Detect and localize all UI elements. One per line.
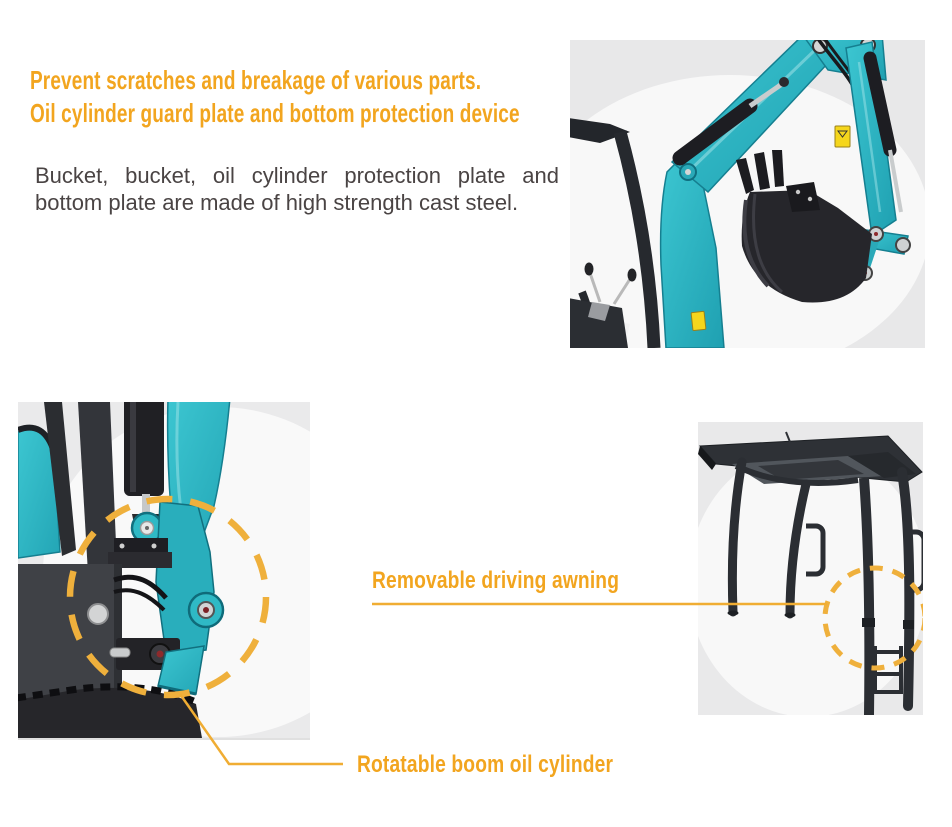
bracket-bolt-1 — [119, 543, 125, 549]
intro-paragraph-line-1: Bucket, bucket, oil cylinder protection … — [35, 163, 559, 188]
warning-sticker-boom — [690, 310, 707, 331]
boom-elbow-pin-center — [685, 169, 691, 175]
bracket-bolt-2 — [151, 543, 157, 549]
leg-foot-mid — [784, 612, 796, 618]
page-title: Prevent scratches and breakage of variou… — [30, 64, 520, 130]
leg-collar-1 — [862, 618, 875, 627]
lower-pin-dot — [156, 650, 164, 658]
joystick-console — [570, 298, 628, 348]
warning-sticker-glyph — [837, 130, 848, 138]
cylinder-pin-dot — [145, 526, 149, 530]
highlight-circle-boom-cylinder — [66, 495, 270, 699]
bucket-rib-1 — [742, 199, 770, 288]
roof-frame-arch — [734, 463, 859, 486]
boom-cylinder-mount — [779, 77, 789, 87]
bucket-mount-bracket — [786, 182, 820, 212]
awning-callout-label: Removable driving awning — [372, 567, 620, 594]
leg-foot-left — [727, 610, 739, 616]
awning-leg-left — [727, 457, 747, 617]
boom-cylinder — [672, 98, 758, 166]
canopy-pillar — [613, 130, 661, 348]
awning-leg-mid-left — [785, 479, 811, 619]
joystick-bellows — [588, 302, 610, 321]
hose-2 — [113, 588, 166, 612]
bracket-foot-edge — [157, 684, 197, 696]
bucket-bolt-1 — [795, 189, 801, 195]
stick-highlight — [857, 61, 882, 213]
joystick-knob-right — [627, 268, 637, 282]
link-pin-1-dot — [874, 232, 878, 236]
joystick-knob-left — [584, 262, 594, 276]
oil-cylinder-rod — [142, 494, 150, 522]
highlight-circle-awning — [822, 565, 923, 671]
driving-awning-photo — [698, 422, 923, 715]
bracket-pin-dot — [203, 607, 209, 613]
track-undercarriage — [18, 687, 202, 738]
awning-roof-underside-dark — [758, 460, 864, 480]
bucket-bolt-2 — [807, 196, 813, 202]
excavator-boom-bucket-photo — [570, 40, 925, 348]
awning-leg-right — [897, 467, 915, 711]
boom-callout-label: Rotatable boom oil cylinder — [357, 751, 614, 778]
joystick-lever-right — [612, 278, 632, 305]
body-plug — [87, 603, 109, 625]
canopy-pillar-tilted — [44, 402, 76, 556]
mount-bracket-upper — [114, 538, 168, 556]
excavator-boom-bucket-illustration — [570, 40, 925, 348]
boom-cylinder-illustration — [18, 402, 310, 738]
awning-roof-front-edge — [698, 446, 716, 470]
hose-1 — [113, 574, 168, 600]
mount-bracket-lower — [108, 552, 172, 568]
roof-notch — [785, 431, 791, 443]
leg-collar-2 — [903, 620, 914, 629]
bucket-tooth-3 — [772, 150, 784, 187]
bucket-tooth-2 — [754, 152, 770, 190]
grab-handle-left — [806, 523, 826, 577]
driving-awning-illustration — [698, 422, 923, 715]
headline-line-1: Prevent scratches and breakage of variou… — [30, 65, 482, 95]
bucket-rib-2 — [752, 193, 783, 294]
joystick-lever-left — [588, 272, 602, 303]
intro-paragraph: Bucket, bucket, oil cylinder protection … — [35, 163, 559, 216]
lower-silver-pin — [109, 647, 131, 658]
stick-cylinder-rod — [888, 149, 903, 213]
link-pin-3 — [895, 237, 911, 253]
oil-cylinder-highlight — [130, 402, 136, 492]
head-pin-left — [812, 40, 828, 54]
bucket-tooth-1 — [736, 158, 754, 194]
awning-leg-mid-right — [859, 477, 875, 715]
headline-line-2: Oil cylinder guard plate and bottom prot… — [30, 98, 520, 128]
stick-cylinder — [863, 51, 897, 157]
bucket-shell — [741, 190, 872, 303]
intro-paragraph-line-2: bottom plate are made of high strength c… — [35, 189, 519, 215]
boom-cylinder-closeup-photo — [18, 402, 310, 738]
boom-cylinder-rod — [748, 81, 784, 109]
